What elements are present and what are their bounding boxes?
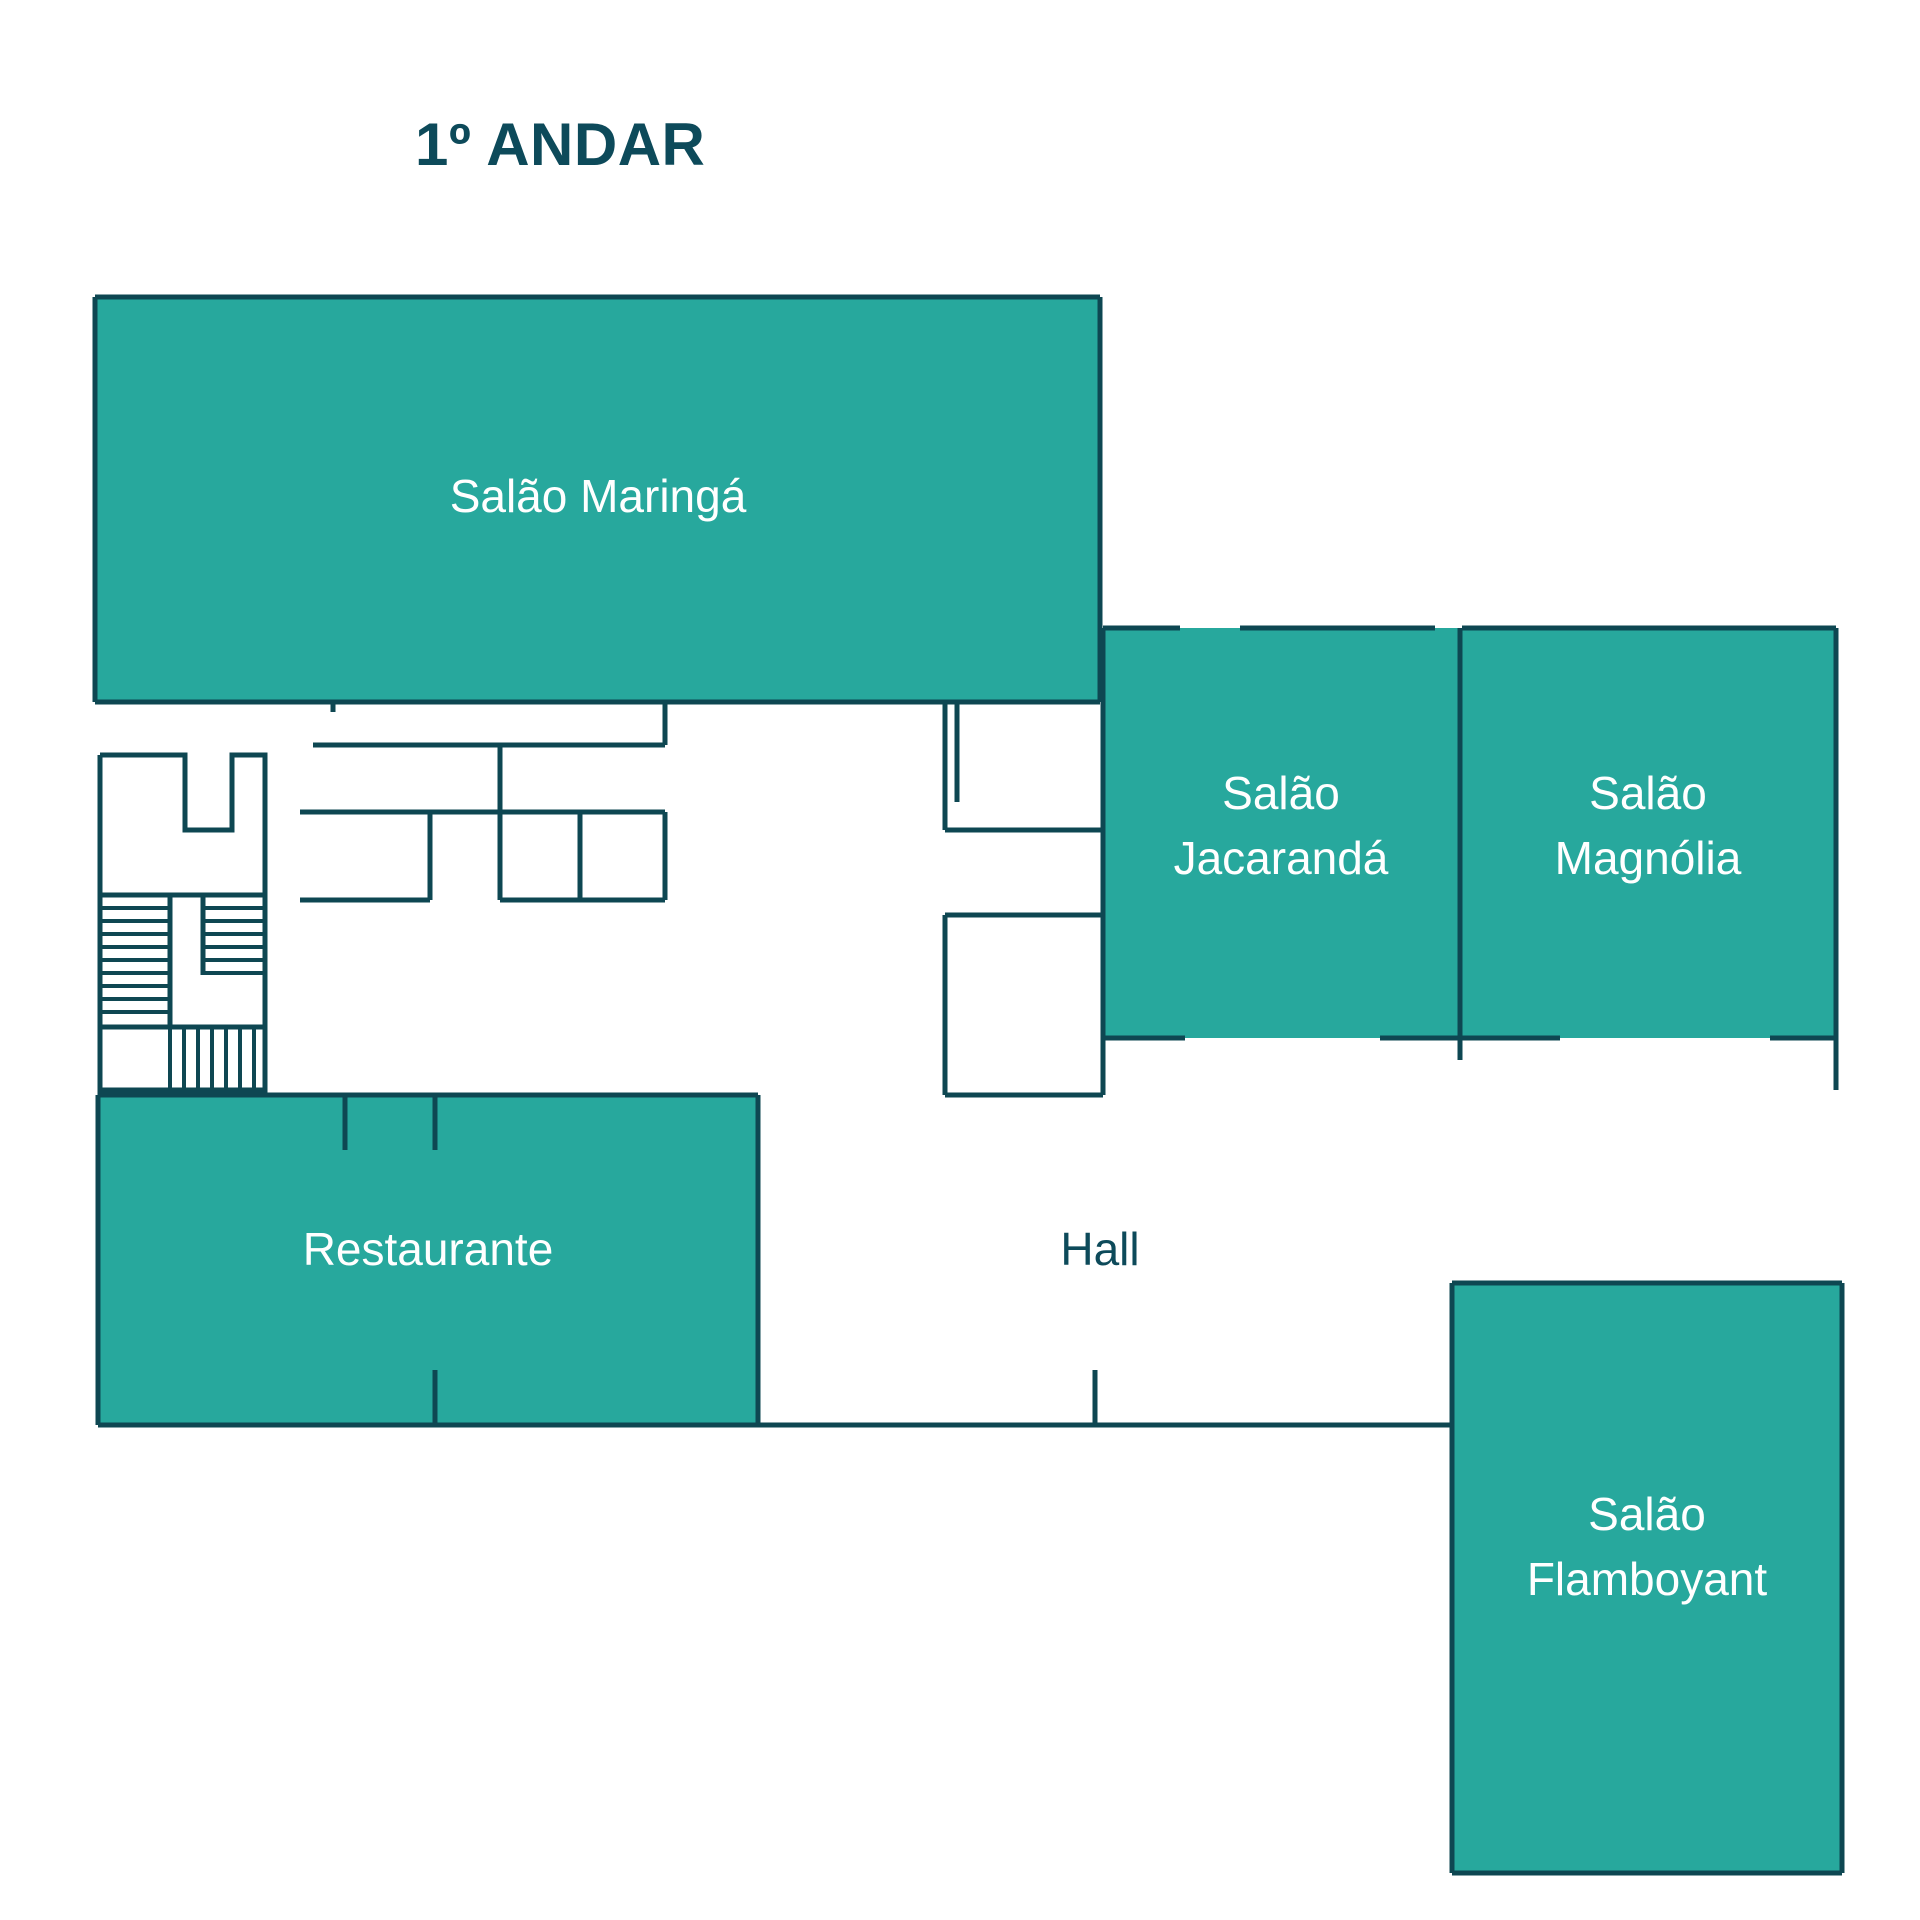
- page-title: 1º ANDAR: [415, 111, 706, 178]
- room-jacaranda-label-line2: Jacarandá: [1174, 832, 1389, 884]
- room-maringa-shape: [95, 297, 1100, 702]
- stairwell-treads-right: [203, 906, 265, 975]
- room-magnolia-shape: [1462, 628, 1834, 1038]
- room-magnolia-label-line1: Salão: [1589, 767, 1707, 819]
- room-maringa[interactable]: Salão Maringá: [95, 297, 1100, 702]
- room-restaurante-shape: [98, 1095, 758, 1425]
- room-jacaranda[interactable]: Salão Jacarandá: [1103, 628, 1458, 1038]
- room-jacaranda-label-line1: Salão: [1222, 767, 1340, 819]
- stairwell-outline-notch: [100, 752, 268, 1027]
- stairwell-treads-left: [100, 906, 170, 1014]
- room-flamboyant-label-line2: Flamboyant: [1527, 1553, 1768, 1605]
- room-flamboyant-shape: [1452, 1283, 1842, 1873]
- room-maringa-label: Salão Maringá: [450, 470, 747, 522]
- room-restaurante-label: Restaurante: [303, 1223, 554, 1275]
- room-hall-label: Hall: [1060, 1223, 1139, 1275]
- room-jacaranda-shape: [1103, 628, 1458, 1038]
- stairwell[interactable]: [97, 752, 268, 1095]
- wall-layer: [92, 294, 1845, 1876]
- room-flamboyant-label-line1: Salão: [1588, 1488, 1706, 1540]
- room-hall[interactable]: Hall: [1060, 1223, 1139, 1275]
- stairwell-treads-lower: [168, 1027, 256, 1090]
- room-magnolia-label-line2: Magnólia: [1555, 832, 1742, 884]
- room-restaurante[interactable]: Restaurante: [98, 1095, 758, 1425]
- room-magnolia[interactable]: Salão Magnólia: [1462, 628, 1834, 1038]
- room-flamboyant[interactable]: Salão Flamboyant: [1452, 1283, 1842, 1873]
